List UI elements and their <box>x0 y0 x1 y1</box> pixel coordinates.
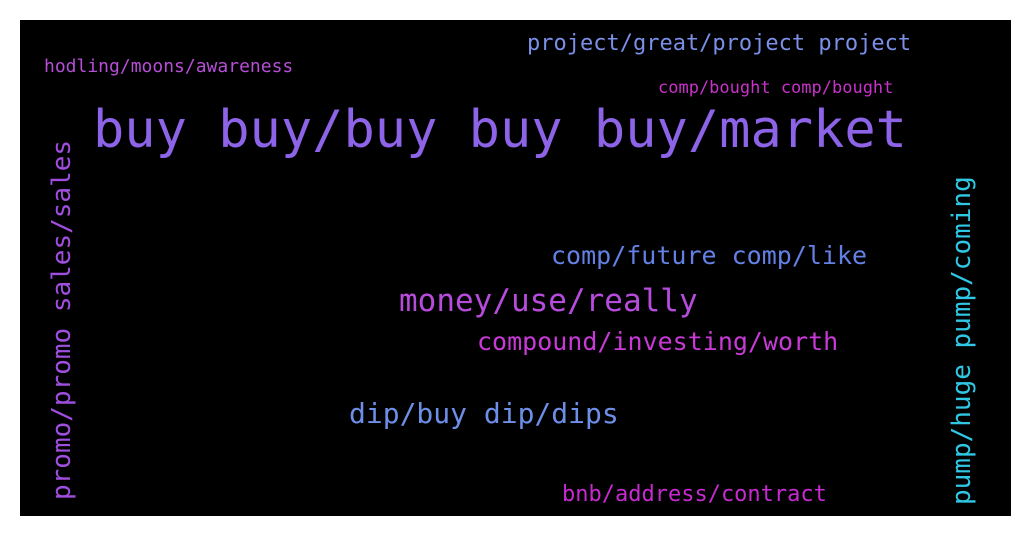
word-promo-sales: promo/promo sales/sales <box>47 139 77 500</box>
word-cloud-canvas: project/great/project project hodling/mo… <box>20 20 1011 516</box>
word-hodling-moons: hodling/moons/awareness <box>44 56 294 77</box>
word-dip-buy: dip/buy dip/dips <box>349 397 619 430</box>
word-bnb-address: bnb/address/contract <box>562 482 827 507</box>
word-comp-future: comp/future comp/like <box>551 241 868 270</box>
word-pump-coming: pump/huge pump/coming <box>947 176 977 505</box>
word-buy-market: buy buy/buy buy buy/market <box>93 100 907 160</box>
word-project-great: project/great/project project <box>527 31 912 56</box>
word-comp-bought: comp/bought comp/bought <box>658 78 894 98</box>
word-compound-investing: compound/investing/worth <box>477 327 839 356</box>
word-money-use: money/use/really <box>399 283 698 319</box>
